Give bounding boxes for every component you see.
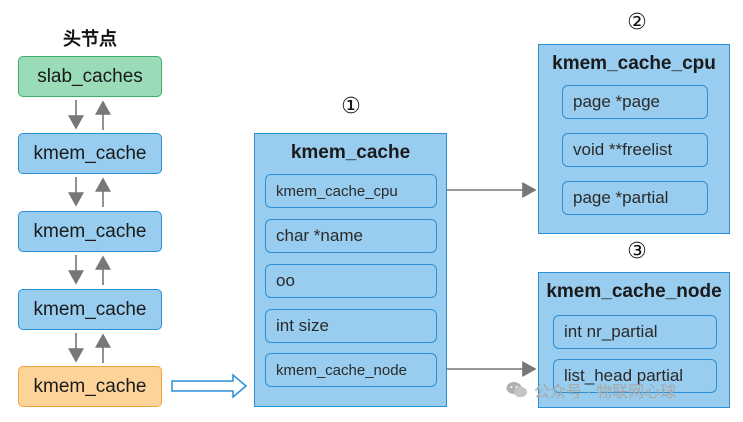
marker-3: ③ (627, 238, 647, 263)
field-list-head-partial: list_head partial (553, 359, 717, 393)
watermark-text: 公众号 · 物联网心球 (534, 384, 677, 401)
field-kmem-cache-node: kmem_cache_node (265, 353, 437, 387)
field-kmem-cache-cpu: kmem_cache_cpu (265, 174, 437, 208)
list-arrows (68, 100, 111, 363)
field-size: int size (265, 309, 437, 343)
field-oo: oo (265, 264, 437, 298)
slab-caches-node: slab_caches (18, 56, 162, 97)
kmem-cache-node-2: kmem_cache (18, 211, 162, 252)
kmem-cache-node-1: kmem_cache (18, 133, 162, 174)
marker-2: ② (627, 9, 647, 34)
kmem-cache-cpu-title: kmem_cache_cpu (552, 53, 716, 74)
field-name: char *name (265, 219, 437, 253)
kmem-cache-title: kmem_cache (290, 142, 411, 163)
kmem-cache-node-title: kmem_cache_node (546, 281, 722, 302)
kmem-cache-cpu-panel: kmem_cache_cpu page *page void **freelis… (538, 44, 730, 234)
field-partial-page: page *partial (562, 181, 708, 215)
kmem-cache-node-current: kmem_cache (18, 366, 162, 407)
kmem-cache-node-3: kmem_cache (18, 289, 162, 330)
wechat-icon (506, 382, 527, 398)
field-nr-partial: int nr_partial (553, 315, 717, 349)
field-page: page *page (562, 85, 708, 119)
field-freelist: void **freelist (562, 133, 708, 167)
hollow-arrow (171, 373, 248, 399)
marker-1: ① (341, 93, 361, 118)
kmem-cache-panel: kmem_cache kmem_cache_cpu char *name oo … (254, 133, 447, 407)
list-header: 头节点 (63, 29, 117, 49)
kmem-cache-node-panel: kmem_cache_node int nr_partial list_head… (538, 272, 730, 408)
watermark: 公众号 · 物联网心球 (506, 378, 676, 402)
